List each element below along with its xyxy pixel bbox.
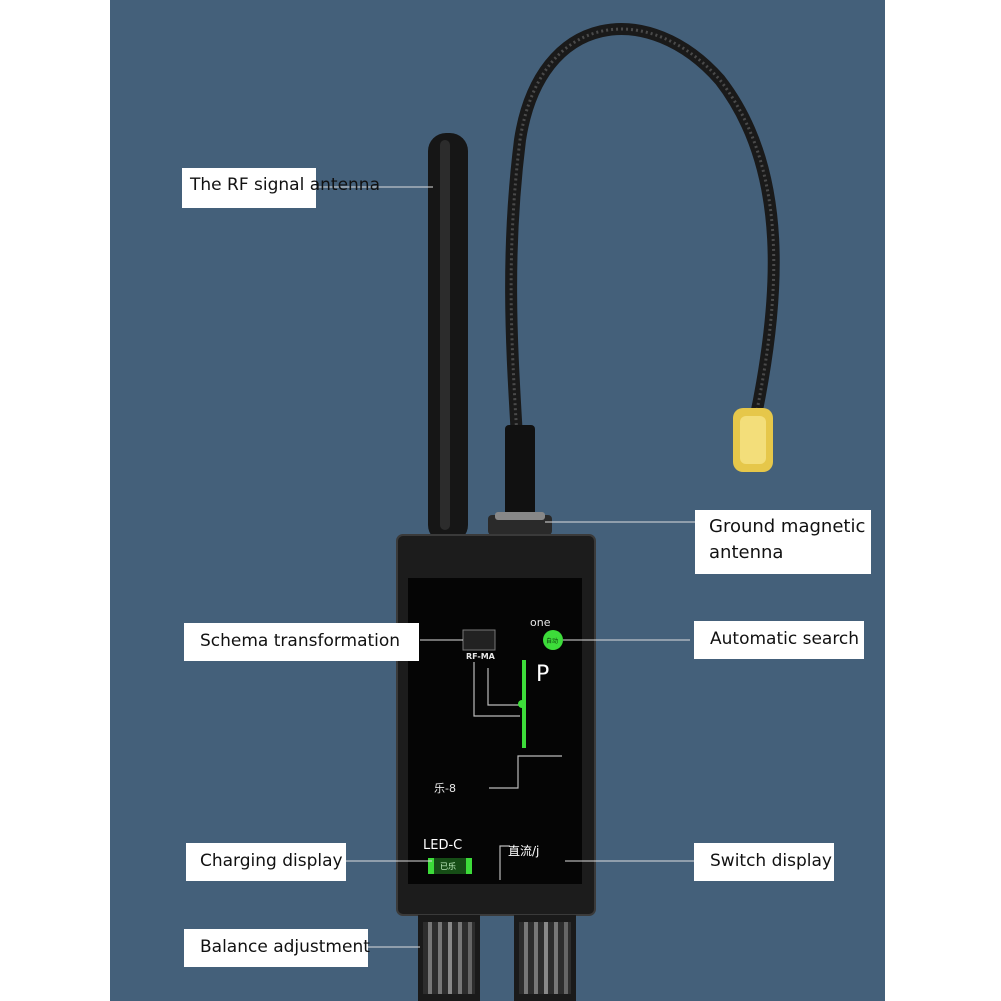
panel-rfma-label: RF-MA bbox=[466, 652, 495, 661]
panel-ledc-label: LED-C bbox=[423, 838, 463, 853]
panel-p-label: P bbox=[536, 662, 550, 687]
panel-green-button-label: 自动 bbox=[546, 638, 559, 645]
label-ground-antenna: Ground magnetic antenna bbox=[695, 510, 871, 574]
panel-charge-tag: 已乐 bbox=[440, 862, 456, 871]
charging-led bbox=[428, 858, 472, 874]
balance-knob-left bbox=[418, 915, 480, 1001]
magnetic-antenna-connector bbox=[505, 425, 535, 520]
balance-knob-right bbox=[514, 915, 576, 1001]
label-charging: Charging display bbox=[186, 843, 346, 881]
panel-one-label: one bbox=[530, 616, 551, 629]
label-switch-display: Switch display bbox=[694, 843, 834, 881]
label-balance: Balance adjustment bbox=[184, 929, 370, 967]
panel-led8-label: 乐-8 bbox=[434, 782, 456, 795]
panel-dc-label: 直流/j bbox=[508, 844, 540, 858]
schema-switch bbox=[462, 629, 496, 651]
label-schema: Schema transformation bbox=[184, 623, 419, 661]
gooseneck-cable bbox=[505, 23, 780, 526]
label-auto-search: Automatic search bbox=[694, 621, 864, 659]
label-rf-antenna: The RF signal antenna bbox=[182, 168, 380, 208]
control-panel bbox=[408, 578, 582, 884]
auto-search-led bbox=[543, 630, 563, 650]
